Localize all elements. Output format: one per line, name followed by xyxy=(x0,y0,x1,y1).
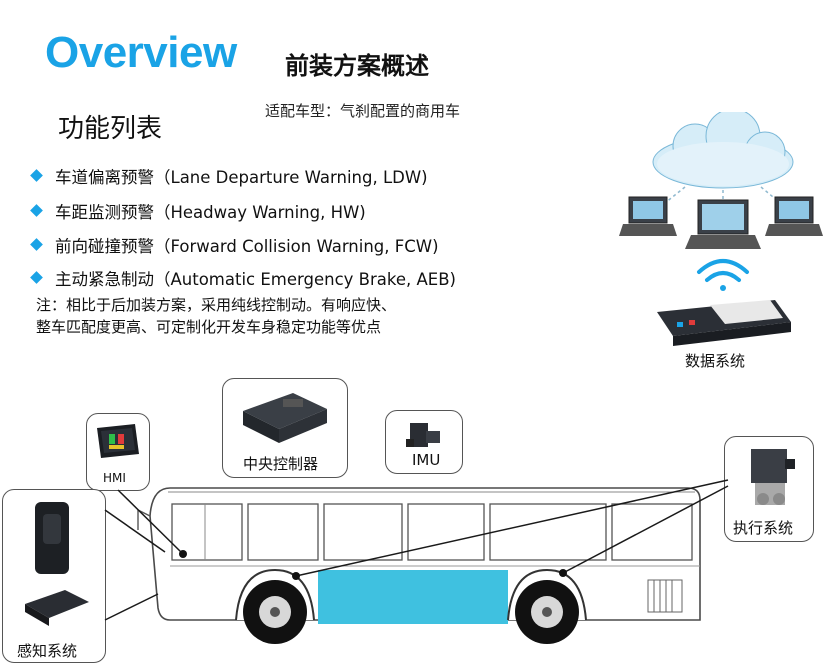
overview-title: Overview xyxy=(45,28,237,77)
actuator-callout-line-front xyxy=(295,479,729,577)
wifi-icon xyxy=(697,259,749,291)
note-line: 整车匹配度更高、可定制化开发车身稳定功能等优点 xyxy=(36,318,382,336)
data-terminal-icon xyxy=(657,300,791,346)
actuator-label: 执行系统 xyxy=(733,519,794,537)
feature-list-heading: 功能列表 xyxy=(58,114,163,144)
diamond-bullet-icon xyxy=(30,238,43,251)
bus-window xyxy=(611,503,693,561)
controller-label: 中央控制器 xyxy=(243,455,319,473)
feature-label: 主动紧急制动（Automatic Emergency Brake, AEB) xyxy=(55,270,456,289)
bus-window xyxy=(323,503,403,561)
hmi-display-icon xyxy=(97,424,139,458)
feature-item-fcw: 前向碰撞预警（Forward Collision Warning, FCW) xyxy=(30,233,439,257)
note-line: 注：相比于后加装方案，采用纯线控制动。有响应快、 xyxy=(36,296,397,314)
vehicle-fit-note: 适配车型：气刹配置的商用车 xyxy=(265,102,461,120)
bus-grille xyxy=(647,579,683,613)
hmi-callout-line xyxy=(117,489,184,555)
feature-label: 车距监测预警（Headway Warning, HW) xyxy=(55,203,366,222)
advantage-note: 注：相比于后加装方案，采用纯线控制动。有响应快、 整车匹配度更高、可定制化开发车… xyxy=(36,294,396,338)
perception-callout-line xyxy=(104,593,159,621)
imu-label: IMU xyxy=(412,451,441,469)
imu-sensor-icon xyxy=(406,423,440,447)
diamond-bullet-icon xyxy=(30,271,43,284)
data-system-label: 数据系统 xyxy=(685,352,746,370)
controller-module-icon xyxy=(243,393,327,443)
bus-side-panel xyxy=(318,570,508,624)
bus-window xyxy=(247,503,319,561)
laptop-icon xyxy=(765,196,823,236)
feature-item-aeb: 主动紧急制动（Automatic Emergency Brake, AEB) xyxy=(30,266,456,290)
feature-item-hw: 车距监测预警（Headway Warning, HW) xyxy=(30,199,366,223)
perception-callout-line xyxy=(104,509,166,553)
perception-label: 感知系统 xyxy=(17,642,78,660)
feature-label: 前向碰撞预警（Forward Collision Warning, FCW) xyxy=(55,237,439,256)
bus-window xyxy=(489,503,607,561)
hmi-label: HMI xyxy=(103,471,126,485)
laptop-icon xyxy=(685,199,761,249)
overview-subtitle: 前装方案概述 xyxy=(285,52,429,80)
imu-card: IMU xyxy=(385,410,463,474)
cloud-network-illustration xyxy=(619,112,823,346)
controller-card: 中央控制器 xyxy=(222,378,348,478)
perception-card: 感知系统 xyxy=(2,489,106,663)
bus-illustration xyxy=(104,479,729,644)
diamond-bullet-icon xyxy=(30,204,43,217)
rear-wheel-icon xyxy=(515,580,579,644)
feature-item-ldw: 车道偏离预警（Lane Departure Warning, LDW) xyxy=(30,164,428,188)
callout-dot xyxy=(292,572,300,580)
camera-radar-icon xyxy=(25,502,89,626)
cloud-icon xyxy=(652,112,794,189)
laptop-icon xyxy=(619,196,677,236)
actuator-callout-line-rear xyxy=(562,485,729,574)
actuator-card: 执行系统 xyxy=(724,436,814,542)
feature-label: 车道偏离预警（Lane Departure Warning, LDW) xyxy=(55,168,428,187)
callout-dot xyxy=(179,550,187,558)
front-wheel-icon xyxy=(243,580,307,644)
diamond-bullet-icon xyxy=(30,169,43,182)
callout-dot xyxy=(559,569,567,577)
bus-window xyxy=(407,503,485,561)
brake-actuator-icon xyxy=(751,449,795,505)
hmi-card: HMI xyxy=(86,413,150,491)
